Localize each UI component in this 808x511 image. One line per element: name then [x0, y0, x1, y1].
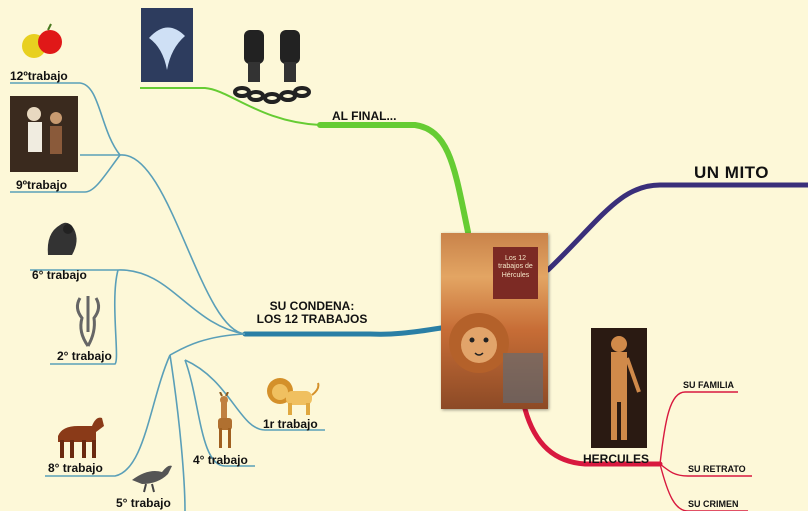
- branch-hercules-label[interactable]: HERCULES: [583, 452, 650, 466]
- lion-illustration: [449, 313, 543, 403]
- trabajo-9-label[interactable]: 9ºtrabajo: [16, 178, 68, 192]
- hercules-vase-image: [591, 328, 647, 448]
- trabajo-2-label[interactable]: 2° trabajo: [57, 349, 112, 363]
- deer-image: [210, 391, 240, 457]
- branch-condena-line: [242, 325, 444, 337]
- hercules-child-familia[interactable]: SU FAMILIA: [683, 380, 734, 390]
- dove-image: [141, 8, 193, 82]
- branch-al-final-line: [317, 122, 471, 235]
- hercules-amazon-image: [10, 96, 78, 172]
- horse-image: [52, 412, 106, 465]
- mares-image: [38, 215, 86, 270]
- bird-image: [128, 458, 174, 499]
- trabajo-1-label[interactable]: 1r trabajo: [263, 417, 318, 431]
- al-final-sub-line: [140, 87, 321, 126]
- hercules-child-retrato[interactable]: SU RETRATO: [688, 464, 746, 474]
- lion-image: [264, 373, 320, 422]
- trabajo-8-label[interactable]: 8° trabajo: [48, 461, 103, 475]
- branch-un-mito-label[interactable]: UN MITO: [694, 163, 769, 182]
- branch-condena-label[interactable]: SU CONDENA: LOS 12 TRABAJOS: [247, 299, 377, 327]
- branch-un-mito-line: [545, 182, 808, 273]
- branch-hercules-line: [522, 406, 663, 467]
- branch-condena-label-line2: LOS 12 TRABAJOS: [256, 312, 368, 327]
- trabajo-6-label[interactable]: 6° trabajo: [32, 268, 87, 282]
- broken-chains-fists-image: [230, 20, 315, 110]
- hercules-child-crimen[interactable]: SU CRIMEN: [688, 499, 739, 509]
- branch-condena-label-line1: SU CONDENA:: [269, 299, 355, 313]
- branch-al-final-label[interactable]: AL FINAL...: [332, 109, 397, 123]
- trabajo-4-label[interactable]: 4° trabajo: [193, 453, 248, 467]
- hydra-image: [68, 292, 108, 353]
- apples-image: [18, 22, 64, 67]
- trabajo-5-label[interactable]: 5° trabajo: [116, 496, 171, 510]
- trabajo-12-label[interactable]: 12ºtrabajo: [10, 69, 68, 83]
